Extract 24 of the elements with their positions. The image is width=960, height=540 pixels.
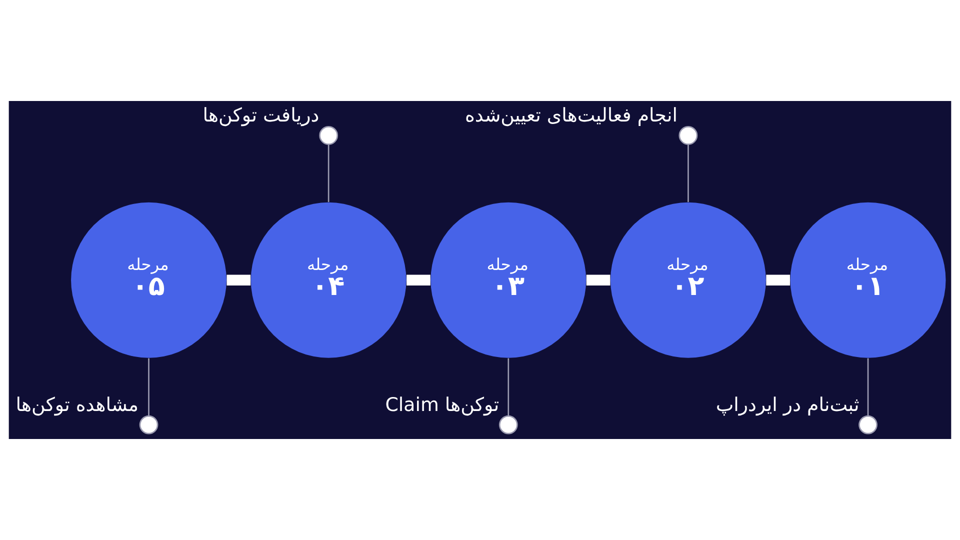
- connector: [148, 358, 150, 416]
- node-label: انجام فعالیت‌های تعیین‌شده: [464, 104, 678, 127]
- node-circle: [139, 415, 158, 434]
- connector: [688, 144, 689, 202]
- node-label: دریافت توکن‌ها: [202, 104, 320, 127]
- connector: [586, 274, 610, 286]
- node-circle: مرحله ۰۳: [430, 202, 586, 358]
- node-circle: [498, 415, 518, 434]
- connector: [226, 274, 251, 286]
- connector: [766, 274, 790, 286]
- connector: [406, 274, 430, 286]
- node-circle: [858, 415, 878, 434]
- node-circle: مرحله ۰۵: [71, 202, 226, 358]
- node-label: Claim توکن‌ها: [385, 394, 500, 416]
- connector: [328, 144, 330, 202]
- node-circle: مرحله ۰۴: [250, 202, 406, 358]
- node-circle: مرحله ۰۲: [610, 202, 766, 358]
- connector: [867, 358, 869, 416]
- node-label: ثبت‌نام در ایردراپ: [716, 394, 860, 416]
- node-circle: مرحله ۰۱: [790, 202, 946, 358]
- connector: [508, 358, 510, 416]
- node-circle: [319, 126, 338, 145]
- node-circle: [678, 126, 698, 145]
- node-label: مشاهده توکن‌ها: [16, 394, 138, 416]
